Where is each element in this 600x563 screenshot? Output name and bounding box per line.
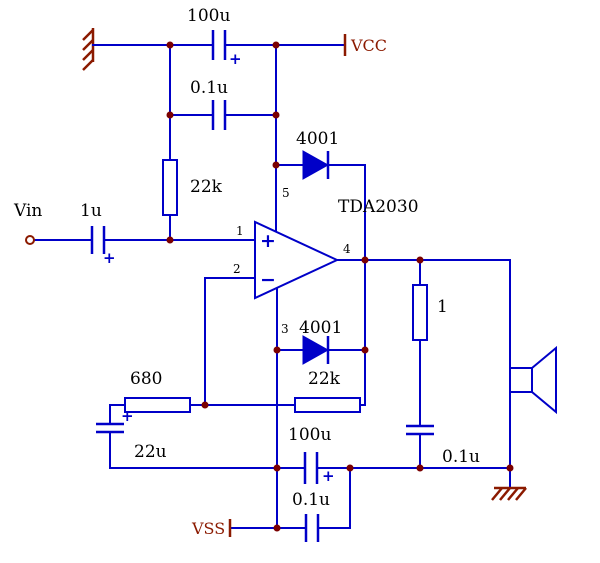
junction-dot: [166, 236, 174, 244]
junction-dot: [416, 464, 424, 472]
junction-dot: [361, 346, 369, 354]
junction-dot: [272, 111, 280, 119]
ic-part-label: TDA2030: [338, 197, 419, 217]
junction-dot: [506, 464, 514, 472]
r2-value-label: 680: [130, 369, 162, 389]
ground-hatch-icon: [491, 487, 503, 501]
c4-value-label: 22u: [134, 442, 167, 462]
pin1-label: 1: [236, 224, 244, 238]
pin4-label: 4: [343, 242, 351, 256]
d2-value-label: 4001: [299, 318, 342, 338]
opamp-noninverting-sign: +: [260, 230, 276, 252]
opamp-inverting-sign: −: [260, 269, 276, 291]
c7-value-label: 0.1u: [292, 490, 330, 510]
junction-dot: [272, 161, 280, 169]
ground-hatch-icon: [499, 487, 511, 501]
speaker-body: [509, 367, 533, 393]
junction-dot: [272, 41, 280, 49]
c4-polarity-mark: +: [121, 407, 134, 425]
wire-vss-right: [317, 467, 351, 529]
diode-d2-icon: [302, 335, 330, 365]
junction-dot: [166, 41, 174, 49]
ground-hatch-icon: [82, 29, 94, 41]
junction-dot: [346, 464, 354, 472]
vin-label: Vin: [13, 201, 42, 221]
c1-polarity-mark: +: [229, 50, 242, 68]
resistor-r1-body: [162, 159, 178, 216]
vss-label: VSS: [191, 519, 225, 538]
r1-value-label: 22k: [190, 177, 223, 197]
resistor-r2-body: [124, 397, 191, 413]
ground-hatch-icon: [507, 487, 519, 501]
resistor-r4-body: [412, 284, 428, 341]
wire-feedback-to-c4: [109, 404, 126, 425]
junction-dot: [273, 464, 281, 472]
ground-hatch-icon: [82, 59, 94, 71]
junction-dot: [201, 401, 209, 409]
vcc-label: VCC: [350, 36, 387, 55]
c6-value-label: 0.1u: [442, 447, 480, 467]
junction-dot: [416, 256, 424, 264]
wire-inverting-feedback: [204, 277, 256, 406]
junction-dot: [273, 524, 281, 532]
speaker-horn-icon: [531, 345, 557, 415]
wire-d1-right-vertical: [327, 164, 366, 406]
pin3-label: 3: [281, 322, 289, 336]
wire-output: [336, 259, 511, 369]
c3-value-label: 1u: [80, 201, 102, 221]
c5-polarity-mark: +: [322, 467, 335, 485]
ground-hatch-icon: [82, 49, 94, 61]
c3-polarity-mark: +: [103, 249, 116, 267]
ground-hatch-icon: [82, 39, 94, 51]
vin-port-circle: [25, 235, 35, 245]
junction-dot: [273, 346, 281, 354]
c5-value-label: 100u: [288, 425, 331, 445]
junction-dot: [361, 256, 369, 264]
c1-value-label: 100u: [187, 6, 230, 26]
diode-d1-icon: [302, 150, 330, 180]
ground-hatch-icon: [515, 487, 527, 501]
r4-value-label: 1: [437, 297, 448, 317]
r3-value-label: 22k: [308, 369, 341, 389]
junction-dot: [166, 111, 174, 119]
pin2-label: 2: [233, 262, 241, 276]
resistor-r3-body: [294, 397, 361, 413]
d1-value-label: 4001: [296, 129, 339, 149]
pin5-label: 5: [282, 186, 290, 200]
opamp-triangle: [254, 220, 340, 300]
c2-value-label: 0.1u: [190, 78, 228, 98]
